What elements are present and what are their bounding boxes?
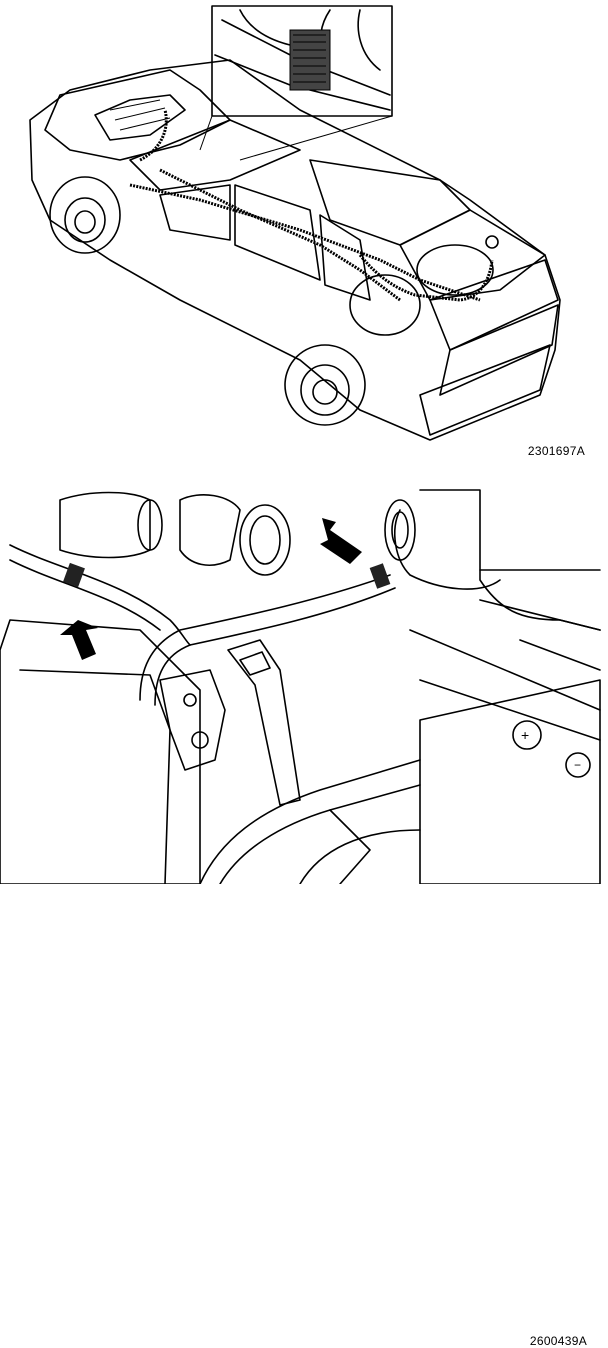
front-wheel-icon: [49, 176, 121, 254]
battery-minus-terminal: −: [574, 758, 581, 772]
spare-tire-icon: [416, 244, 494, 296]
wiring-harness: [129, 109, 499, 302]
figure-reference-code: 2301697A: [526, 444, 586, 458]
engine-icon: [94, 94, 186, 141]
engine-bay-diagram: + −: [0, 489, 601, 884]
car-body: [29, 59, 561, 441]
connector-icon: [485, 235, 499, 249]
battery-plus-terminal: +: [521, 727, 529, 743]
arrow-up-left-icon: [60, 620, 98, 660]
hose-clamp-icon: [63, 562, 85, 588]
inset-detail: [199, 5, 393, 161]
rear-wheel-icon: [284, 344, 366, 426]
cable-clip-icon: [227, 639, 301, 806]
harness-connector-icon: [289, 29, 331, 91]
car-wiring-diagram: [29, 5, 561, 441]
figure-reference-code: 2600439A: [528, 1334, 588, 1348]
car-illustration-panel: 2301697A: [0, 0, 608, 470]
engine-bay-panel: + −: [0, 470, 608, 1348]
fuel-tank-icon: [349, 274, 421, 336]
arrow-down-right-icon: [320, 518, 362, 564]
hose-clamp-ring-icon: [239, 504, 291, 576]
hose-clamp-icon: [369, 563, 391, 589]
engine-components: + −: [0, 489, 601, 884]
routed-hose: [9, 544, 396, 706]
